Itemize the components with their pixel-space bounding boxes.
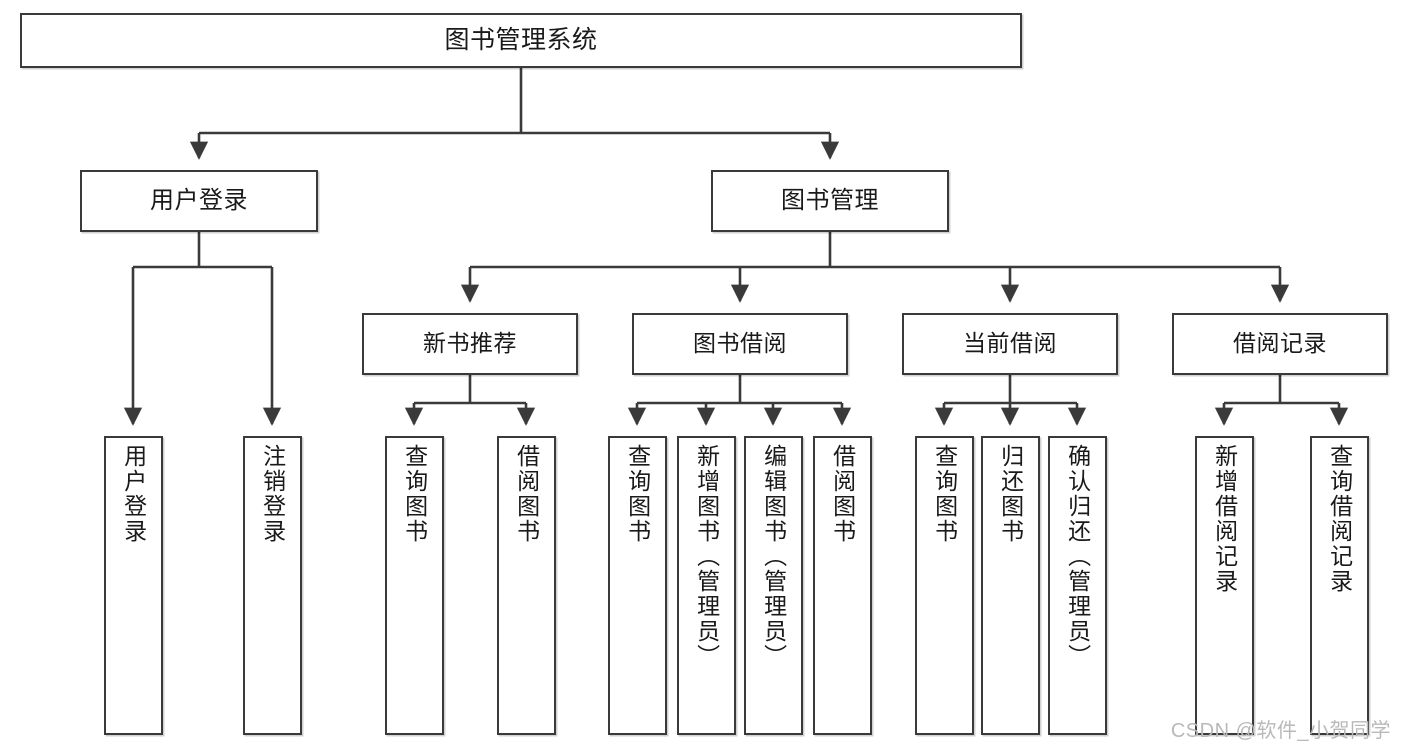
leaf-borrow-add-book[interactable]: 新增图书（管理员）	[677, 436, 736, 735]
node-label: 归还图书	[997, 444, 1024, 544]
node-user-login[interactable]: 用户登录	[80, 170, 318, 232]
node-current-borrow[interactable]: 当前借阅	[902, 313, 1118, 375]
node-label: 当前借阅	[963, 330, 1057, 357]
leaf-record-query[interactable]: 查询借阅记录	[1310, 436, 1369, 735]
node-new-book-recommend[interactable]: 新书推荐	[362, 313, 578, 375]
leaf-current-query-book[interactable]: 查询图书	[915, 436, 974, 735]
node-label: 新增图书（管理员）	[693, 444, 720, 669]
node-label: 新增借阅记录	[1211, 444, 1238, 594]
node-label: 编辑图书（管理员）	[760, 444, 787, 669]
node-label: 查询图书	[401, 444, 428, 544]
leaf-borrow-query-book[interactable]: 查询图书	[608, 436, 667, 735]
node-book-management-system[interactable]: 图书管理系统	[20, 13, 1022, 68]
node-label: 用户登录	[120, 444, 147, 544]
node-book-management[interactable]: 图书管理	[711, 170, 949, 232]
node-label: 查询借阅记录	[1326, 444, 1353, 594]
leaf-borrow-borrow-book[interactable]: 借阅图书	[813, 436, 872, 735]
node-label: 图书借阅	[693, 330, 787, 357]
node-label: 查询图书	[624, 444, 651, 544]
leaf-current-confirm-return[interactable]: 确认归还（管理员）	[1048, 436, 1107, 735]
watermark-text: CSDN @软件_小贺同学	[1170, 720, 1391, 742]
leaf-new-book-borrow[interactable]: 借阅图书	[497, 436, 556, 735]
node-label: 用户登录	[150, 186, 248, 214]
leaf-user-login-signout[interactable]: 注销登录	[243, 436, 302, 735]
node-book-borrow[interactable]: 图书借阅	[632, 313, 848, 375]
leaf-borrow-edit-book[interactable]: 编辑图书（管理员）	[744, 436, 803, 735]
leaf-current-return-book[interactable]: 归还图书	[981, 436, 1040, 735]
node-label: 图书管理系统	[444, 25, 598, 54]
leaf-user-login-signin[interactable]: 用户登录	[104, 436, 163, 735]
node-label: 查询图书	[931, 444, 958, 544]
leaf-new-book-query[interactable]: 查询图书	[385, 436, 444, 735]
leaf-record-add[interactable]: 新增借阅记录	[1195, 436, 1254, 735]
node-borrow-record[interactable]: 借阅记录	[1172, 313, 1388, 375]
node-label: 借阅图书	[513, 444, 540, 544]
node-label: 注销登录	[259, 444, 286, 544]
node-label: 新书推荐	[423, 330, 517, 357]
node-label: 借阅记录	[1233, 330, 1327, 357]
node-label: 确认归还（管理员）	[1064, 444, 1091, 669]
node-label: 图书管理	[781, 186, 879, 214]
node-label: 借阅图书	[829, 444, 856, 544]
